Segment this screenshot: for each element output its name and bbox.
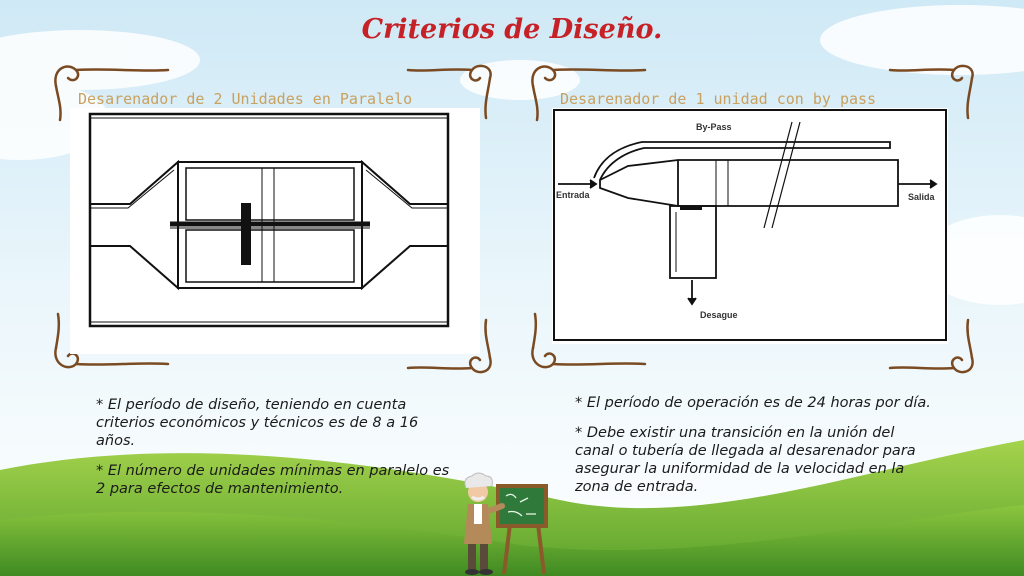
inlet-label: Entrada: [556, 190, 591, 200]
left-bullet-design-period: * El período de diseño, teniendo en cuen…: [96, 397, 419, 449]
right-bullet-list: * El período de operación es de 24 horas…: [575, 394, 935, 508]
bypass-label: By-Pass: [696, 122, 732, 132]
right-bullet-transition: * Debe existir una transición en la unió…: [575, 425, 916, 495]
left-bullet-list: * El período de diseño, teniendo en cuen…: [96, 396, 456, 510]
flourish-ornament-left-frame: [54, 64, 492, 374]
outlet-label: Salida: [908, 192, 936, 202]
right-panel-heading: Desarenador de 1 unidad con by pass: [560, 90, 877, 108]
slide-title: Criterios de Diseño.: [361, 14, 663, 45]
left-diagram-panel: [70, 108, 480, 354]
parallel-sand-trap-diagram: [88, 112, 450, 328]
flourish-ornament-right-frame: [531, 64, 974, 374]
left-bullet-min-units: * El número de unidades mínimas en paral…: [96, 463, 450, 497]
bypass-sand-trap-diagram: By-Pass Entrada Salida Desague: [553, 109, 947, 341]
drain-label: Desague: [700, 310, 738, 320]
right-bullet-operation-period: * El período de operación es de 24 horas…: [575, 395, 931, 411]
right-diagram-panel: By-Pass Entrada Salida Desague: [552, 108, 948, 344]
left-panel-heading: Desarenador de 2 Unidades en Paralelo: [78, 90, 413, 108]
professor-chalkboard-character-icon: [464, 472, 548, 575]
